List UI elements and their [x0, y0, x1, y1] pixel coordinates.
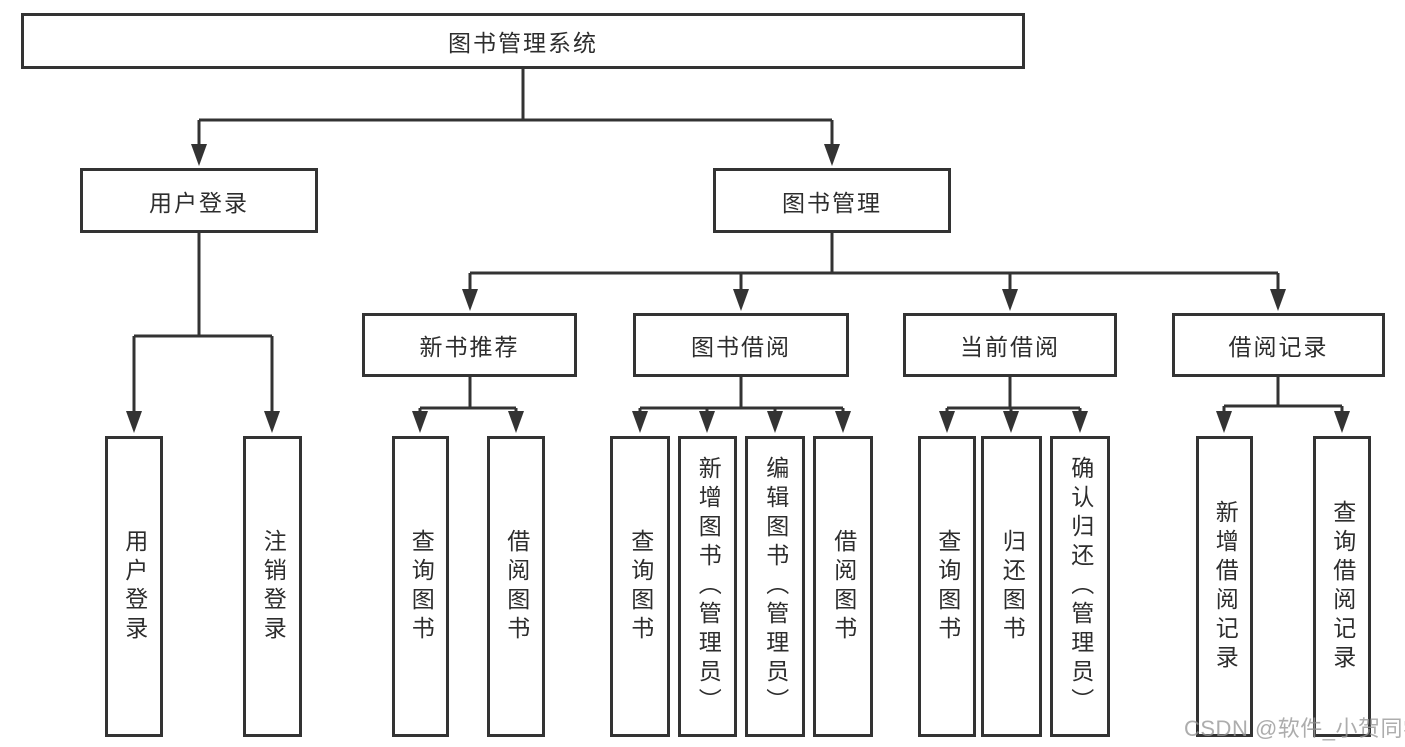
- node-borrow-records-label: 借阅记录: [1228, 334, 1329, 360]
- leaf-bb-query-books: 查询图书: [610, 436, 670, 737]
- node-new-book-recommend-label: 新书推荐: [419, 334, 520, 360]
- node-book-management: 图书管理: [713, 168, 951, 233]
- leaf-bb-borrow-books: 借阅图书: [813, 436, 873, 737]
- arrowhead-icons: [126, 144, 1350, 433]
- leaf-user-login-label: 用户登录: [121, 528, 148, 645]
- leaf-nb-borrow-books: 借阅图书: [487, 436, 545, 737]
- node-user-login-label: 用户登录: [149, 189, 249, 216]
- watermark: CSDN @软件_小贺同学: [1184, 716, 1405, 741]
- node-book-management-label: 图书管理: [782, 189, 882, 216]
- leaf-br-query-record: 查询借阅记录: [1313, 436, 1371, 737]
- node-current-borrowing: 当前借阅: [903, 313, 1117, 377]
- node-book-borrowing-label: 图书借阅: [691, 334, 791, 360]
- leaf-cb-return-books: 归还图书: [981, 436, 1042, 737]
- leaf-cb-confirm-return-admin: 确认归还（管理员）: [1050, 436, 1110, 737]
- leaf-br-add-record-label: 新增借阅记录: [1212, 499, 1239, 674]
- leaf-bb-query-books-label: 查询图书: [627, 528, 654, 645]
- leaf-cb-query-books-label: 查询图书: [934, 528, 961, 645]
- node-borrow-records: 借阅记录: [1172, 313, 1385, 377]
- node-new-book-recommend: 新书推荐: [362, 313, 577, 377]
- leaf-logout-label: 注销登录: [260, 528, 287, 645]
- leaf-bb-edit-books-admin: 编辑图书（管理员）: [745, 436, 805, 737]
- node-root-label: 图书管理系统: [448, 30, 598, 56]
- leaf-user-login: 用户登录: [105, 436, 163, 737]
- leaf-cb-query-books: 查询图书: [918, 436, 976, 737]
- leaf-nb-query-books-label: 查询图书: [408, 528, 435, 645]
- leaf-br-query-record-label: 查询借阅记录: [1329, 499, 1356, 674]
- leaf-bb-edit-books-admin-label: 编辑图书（管理员）: [762, 456, 789, 717]
- leaf-bb-add-books-admin: 新增图书（管理员）: [678, 436, 737, 737]
- leaf-cb-confirm-return-admin-label: 确认归还（管理员）: [1067, 456, 1094, 717]
- leaf-bb-borrow-books-label: 借阅图书: [830, 528, 857, 645]
- leaf-br-add-record: 新增借阅记录: [1196, 436, 1253, 737]
- leaf-bb-add-books-admin-label: 新增图书（管理员）: [695, 456, 722, 717]
- leaf-nb-borrow-books-label: 借阅图书: [503, 528, 530, 645]
- leaf-logout: 注销登录: [243, 436, 302, 737]
- node-book-borrowing: 图书借阅: [633, 313, 849, 377]
- node-current-borrowing-label: 当前借阅: [960, 334, 1060, 360]
- leaf-cb-return-books-label: 归还图书: [999, 528, 1026, 645]
- node-root: 图书管理系统: [21, 13, 1025, 69]
- leaf-nb-query-books: 查询图书: [392, 436, 449, 737]
- node-user-login: 用户登录: [80, 168, 318, 233]
